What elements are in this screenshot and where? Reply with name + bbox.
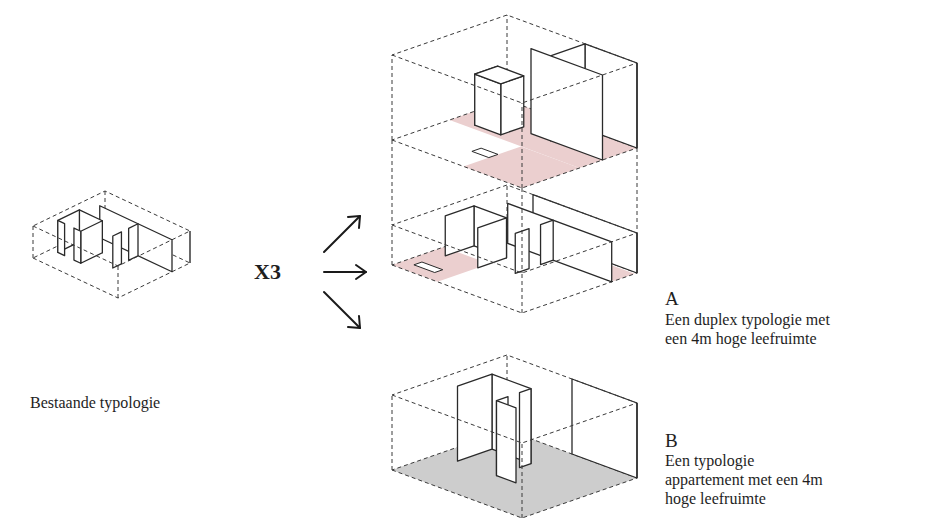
level-connector-lines xyxy=(392,140,637,273)
duplex-upper-sketch xyxy=(392,15,637,188)
corner-line xyxy=(636,403,637,478)
duplex-lower-sketch xyxy=(392,185,637,313)
corner-line xyxy=(522,443,523,518)
floor-fill xyxy=(392,247,489,282)
arrow-line xyxy=(324,292,360,328)
corner-line xyxy=(522,103,523,188)
multiplier-label: X3 xyxy=(254,259,281,285)
stair-opening xyxy=(414,262,443,272)
partition-wall xyxy=(497,401,517,483)
long-wall xyxy=(508,203,612,281)
connector-dash xyxy=(522,188,523,273)
cube-wall xyxy=(501,76,524,135)
option-description: Een typologie appartement met een 4m hog… xyxy=(665,452,830,509)
ceiling-outline xyxy=(392,15,637,103)
partition-wall xyxy=(541,220,554,264)
ceiling-outline xyxy=(392,185,637,273)
partition-wall xyxy=(129,224,138,261)
corner-line xyxy=(636,63,637,148)
arrow-head xyxy=(348,316,360,328)
room-wall xyxy=(445,206,474,256)
room-wall xyxy=(458,374,493,461)
arrow-line xyxy=(324,271,366,273)
option-letter: A xyxy=(665,288,679,310)
long-wall xyxy=(100,206,172,272)
corner-line xyxy=(392,55,393,140)
arrow-line xyxy=(324,216,360,252)
partition-wall xyxy=(113,232,122,268)
connector-dash xyxy=(637,148,638,233)
cube-wall xyxy=(475,74,501,135)
multiply-arrows xyxy=(324,216,366,328)
tall-wall xyxy=(531,49,603,160)
apartment-sketch xyxy=(392,355,637,518)
corner-line xyxy=(189,231,190,263)
corner-line xyxy=(392,395,393,470)
room-wall xyxy=(478,218,507,268)
existing-typology-sketch xyxy=(33,191,190,298)
stair xyxy=(472,148,498,157)
arrow-head xyxy=(356,265,366,279)
corner-line xyxy=(118,266,119,298)
back-wall xyxy=(572,379,637,478)
arrow-head xyxy=(348,216,360,228)
corner-line xyxy=(522,273,523,313)
corner-line xyxy=(636,233,637,273)
corner-line xyxy=(33,226,34,258)
option-letter: B xyxy=(665,430,678,452)
connector-dash xyxy=(392,140,393,225)
room-wall xyxy=(74,228,81,263)
typology-label: Bestaande typologie xyxy=(30,394,160,413)
cube-top xyxy=(475,66,524,84)
ceiling-outline xyxy=(33,191,190,266)
ceiling-outline xyxy=(392,355,637,443)
room-wall xyxy=(520,389,532,468)
option-description: Een duplex typologie met een 4m hoge lee… xyxy=(665,311,845,349)
corner-line xyxy=(392,225,393,265)
